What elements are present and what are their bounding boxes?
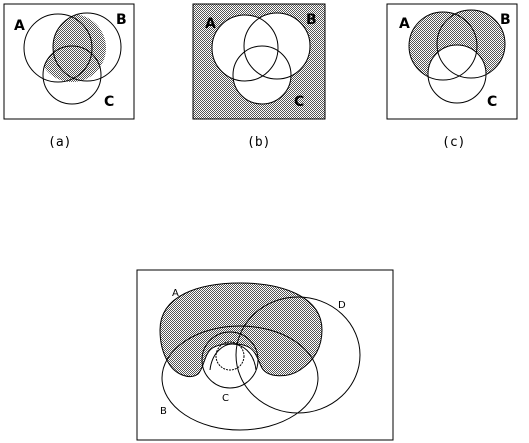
set-c-label: C [222,393,229,404]
panel-caption: (b) [247,135,270,150]
set-b-label: B [160,406,167,417]
set-b-label: B [116,12,127,28]
panel-caption: (c) [442,135,465,150]
set-d-label: D [338,300,346,311]
set-a-label: A [172,288,179,299]
set-a-label: A [205,16,216,32]
set-b-label: B [306,12,317,28]
venn-panel-b: A B C (b) [193,4,325,150]
set-a-label: A [399,16,410,32]
set-b-label: B [500,12,511,28]
venn-panel-c: A B C (c) [387,4,517,150]
set-c-label: C [294,94,304,110]
panel-caption: (a) [48,135,71,150]
set-c-label: C [487,94,497,110]
set-c-label: C [104,94,114,110]
venn-panel-a: A B C (a) [4,4,134,150]
set-a-label: A [14,18,25,34]
venn-four-sets: A B C D [137,270,393,440]
